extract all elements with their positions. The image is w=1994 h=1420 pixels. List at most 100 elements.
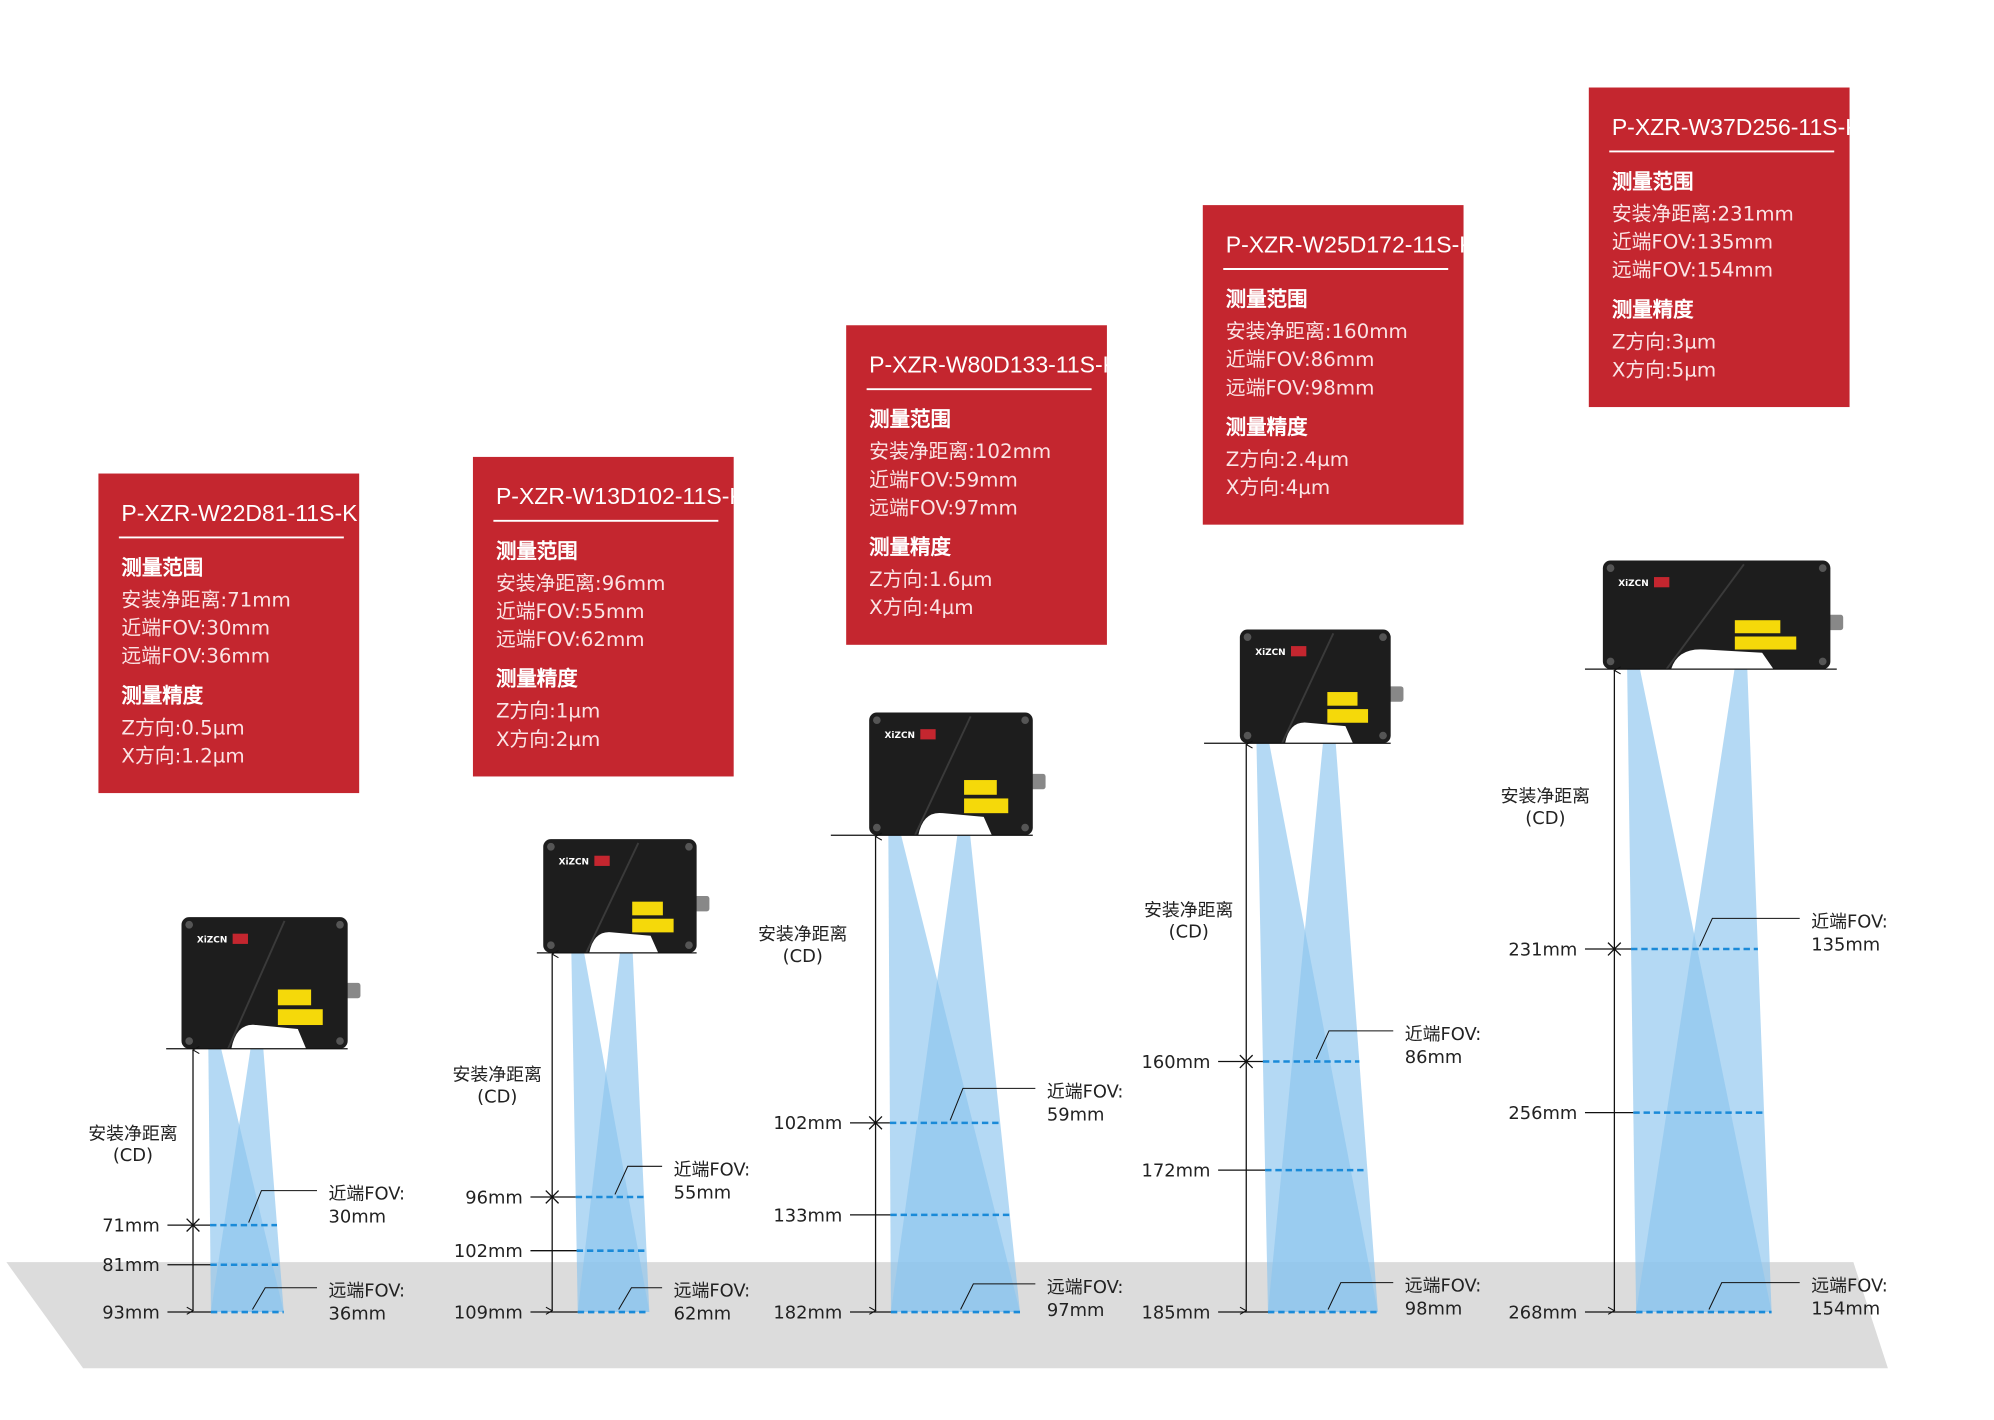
- screw-icon: [873, 716, 881, 725]
- laser-warning-label: [964, 780, 997, 795]
- sensor-body: XiZCN: [1239, 629, 1404, 744]
- screw-icon: [336, 1037, 344, 1045]
- model-name: P-XZR-W37D256-11S-K: [1612, 114, 1861, 140]
- distance-label: 185mm: [1142, 1302, 1211, 1323]
- screw-icon: [1818, 657, 1827, 666]
- model-name: P-XZR-W22D81-11S-K: [121, 500, 358, 526]
- far-callout-title: 远端FOV:: [1047, 1277, 1124, 1298]
- distance-label: 96mm: [465, 1187, 523, 1208]
- far-callout-title: 远端FOV:: [1811, 1276, 1888, 1297]
- laser-warning-label: [1734, 620, 1781, 634]
- near-callout-title: 近端FOV:: [1047, 1081, 1124, 1102]
- distance-label: 71mm: [102, 1216, 160, 1237]
- precision-heading: 测量精度: [1612, 297, 1694, 321]
- screw-icon: [1379, 731, 1387, 740]
- brand-logo: XiZCN: [885, 731, 915, 741]
- screw-icon: [1021, 823, 1029, 832]
- cd-label-abbr: (CD): [783, 946, 823, 967]
- spec-near-fov: 近端FOV:86mm: [1226, 348, 1375, 371]
- callout-leader: [1315, 1030, 1394, 1060]
- near-callout-value: 135mm: [1811, 934, 1880, 955]
- sensor-model-2: P-XZR-W13D102-11S-K测量范围安装净距离:96mm近端FOV:5…: [453, 456, 751, 1325]
- spec-card: [1588, 87, 1850, 408]
- range-heading: 测量范围: [1612, 169, 1694, 193]
- spec-card: [98, 473, 360, 794]
- far-callout-value: 97mm: [1047, 1300, 1105, 1321]
- screw-icon: [185, 1037, 194, 1045]
- screw-icon: [1379, 633, 1387, 641]
- distance-label: 109mm: [454, 1302, 523, 1323]
- near-callout-value: 86mm: [1405, 1047, 1463, 1068]
- distance-label: 160mm: [1142, 1052, 1211, 1073]
- spec-card: [1202, 205, 1464, 525]
- screw-icon: [185, 920, 194, 929]
- spec-near-fov: 近端FOV:59mm: [869, 468, 1018, 491]
- cd-label: 安装净距离: [453, 1065, 542, 1086]
- screw-icon: [336, 920, 344, 929]
- brand-logo: XiZCN: [559, 858, 589, 868]
- callout-leader: [618, 1287, 663, 1310]
- laser-warning-label: [632, 918, 674, 933]
- distance-label: 133mm: [773, 1205, 842, 1226]
- cd-label: 安装净距离: [1501, 786, 1590, 807]
- model-name: P-XZR-W25D172-11S-K: [1226, 231, 1475, 257]
- spec-x-precision: X方向:4µm: [869, 596, 973, 619]
- spec-x-precision: X方向:1.2µm: [121, 744, 244, 767]
- far-callout-value: 62mm: [674, 1304, 732, 1325]
- floor-plane: [6, 1262, 1888, 1369]
- screw-icon: [1818, 564, 1827, 572]
- laser-beam: [210, 1048, 284, 1313]
- range-heading: 测量范围: [121, 556, 203, 580]
- cd-label-abbr: (CD): [1169, 922, 1209, 943]
- spec-z-precision: Z方向:0.5µm: [121, 716, 244, 739]
- callout-leader: [252, 1287, 317, 1310]
- near-callout-title: 近端FOV:: [1405, 1024, 1482, 1045]
- precision-heading: 测量精度: [121, 683, 203, 707]
- laser-warning-label: [277, 1009, 323, 1026]
- distance-label: 81mm: [102, 1255, 160, 1276]
- sensor-body: XiZCN: [543, 839, 710, 954]
- sensor-model-5: P-XZR-W37D256-11S-K测量范围安装净距离:231mm近端FOV:…: [1501, 87, 1888, 1323]
- spec-x-precision: X方向:4µm: [1226, 476, 1330, 499]
- spec-z-precision: Z方向:1.6µm: [869, 568, 992, 591]
- screw-icon: [1606, 564, 1615, 572]
- spec-cd: 安装净距离:102mm: [869, 440, 1051, 463]
- near-callout-title: 近端FOV:: [1811, 911, 1888, 932]
- precision-heading: 测量精度: [1226, 415, 1308, 439]
- distance-label: 172mm: [1142, 1161, 1211, 1182]
- callout-leader: [1708, 1282, 1800, 1310]
- screw-icon: [1243, 731, 1252, 740]
- distance-label: 256mm: [1508, 1103, 1577, 1124]
- near-callout-title: 近端FOV:: [328, 1184, 405, 1205]
- distance-label: 93mm: [102, 1302, 160, 1323]
- callout-leader: [1699, 917, 1800, 947]
- cd-label: 安装净距离: [88, 1123, 177, 1144]
- sensor-body: XiZCN: [869, 712, 1046, 836]
- model-name: P-XZR-W13D102-11S-K: [496, 483, 745, 509]
- distance-label: 102mm: [773, 1113, 842, 1134]
- spec-x-precision: X方向:5µm: [1612, 358, 1716, 381]
- callout-leader: [960, 1283, 1036, 1310]
- spec-near-fov: 近端FOV:55mm: [496, 600, 645, 623]
- spec-cd: 安装净距离:71mm: [121, 588, 290, 611]
- screw-icon: [547, 842, 555, 851]
- laser-warning-label: [1734, 636, 1797, 650]
- far-callout-title: 远端FOV:: [328, 1281, 405, 1302]
- sensor-model-3: P-XZR-W80D133-11S-K测量范围安装净距离:102mm近端FOV:…: [758, 325, 1123, 1323]
- cd-label: 安装净距离: [758, 924, 847, 945]
- spec-near-fov: 近端FOV:30mm: [121, 617, 270, 640]
- callout-leader: [248, 1190, 317, 1223]
- far-callout-title: 远端FOV:: [674, 1281, 751, 1302]
- brand-logo: XiZCN: [1255, 648, 1285, 658]
- laser-warning-label: [964, 798, 1009, 814]
- screw-icon: [685, 842, 693, 851]
- spec-x-precision: X方向:2µm: [496, 728, 600, 751]
- callout-leader: [949, 1087, 1036, 1121]
- far-callout-value: 36mm: [328, 1304, 386, 1325]
- laser-warning-label: [277, 989, 312, 1006]
- spec-z-precision: Z方向:2.4µm: [1226, 448, 1349, 471]
- cd-label-abbr: (CD): [1525, 808, 1565, 829]
- cd-label-abbr: (CD): [477, 1086, 517, 1107]
- range-heading: 测量范围: [869, 407, 951, 431]
